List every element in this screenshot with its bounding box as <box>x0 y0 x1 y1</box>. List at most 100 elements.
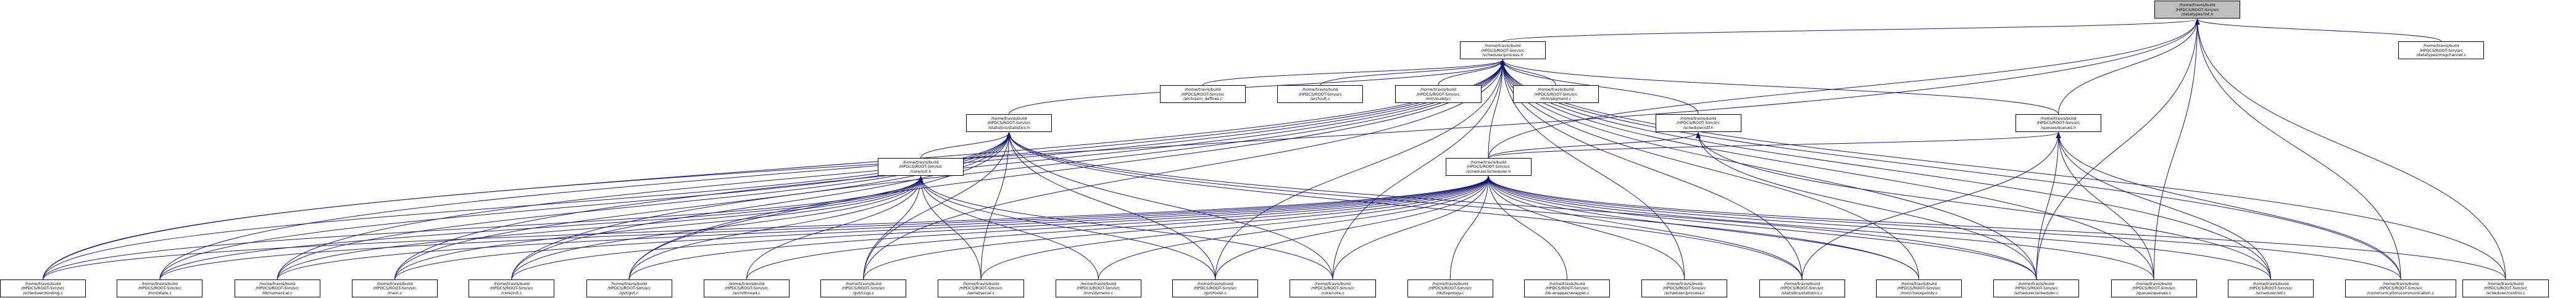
include-edge-scheduler-h-to-list-h <box>1488 18 2200 159</box>
file-node-asm-defines-c[interactable]: /home/travis/build/HPDCS/ROOT-Sim/src/ar… <box>1159 85 1246 103</box>
file-node-buddy-c[interactable]: /home/travis/build/HPDCS/ROOT-Sim/src/mm… <box>1395 85 1482 103</box>
node-label-line: /home/travis/build <box>1302 87 1338 93</box>
file-node-wrapper-c[interactable]: /home/travis/build/HPDCS/ROOT-Sim/src/li… <box>1524 279 1611 297</box>
include-edge-ccgs-c-to-scheduler-h <box>863 175 1491 280</box>
node-label-line: /home/travis/build <box>2487 281 2524 287</box>
node-label-line: /HPDCS/ROOT-Sim/src <box>1298 91 1342 97</box>
node-label-line: /home/travis/build <box>2382 281 2419 287</box>
file-node-numerical-c[interactable]: /home/travis/build/HPDCS/ROOT-Sim/src/li… <box>234 279 320 297</box>
file-node-msgchannel-c[interactable]: /home/travis/build/HPDCS/ROOT-Sim/src/da… <box>2398 41 2485 59</box>
file-node-state-c[interactable]: /home/travis/build/HPDCS/ROOT-Sim/src/mm… <box>117 279 203 297</box>
node-label-line: /HPDCS/ROOT-Sim/src <box>2132 286 2176 291</box>
node-label-line: /HPDCS/ROOT-Sim/src <box>725 286 769 291</box>
include-edge-core-c-to-statistics-h <box>1006 131 1333 280</box>
node-label-line: /home/travis/build <box>962 281 999 287</box>
node-label-line: /HPDCS/ROOT-Sim/src <box>841 286 885 291</box>
file-node-init-h[interactable]: /home/travis/build/HPDCS/ROOT-Sim/src/co… <box>877 158 964 176</box>
include-edge-dymelor-c-to-init-h <box>918 175 1099 280</box>
node-label-line: /HPDCS/ROOT-Sim/src <box>373 286 417 291</box>
node-label-line: /HPDCS/ROOT-Sim/src <box>607 286 651 291</box>
node-label-line: /home/travis/build <box>1784 281 1820 287</box>
include-edge-stf-c-to-queues-h <box>2056 131 2271 280</box>
include-edge-thread-c-to-init-h <box>746 175 923 280</box>
file-node-queues-c[interactable]: /home/travis/build/HPDCS/ROOT-Sim/src/qu… <box>2111 279 2197 297</box>
include-edge-main-c-to-scheduler-h <box>394 175 1491 280</box>
file-node-control-c[interactable]: /home/travis/build/HPDCS/ROOT-Sim/src/sc… <box>2462 279 2549 297</box>
include-edge-fossil-c-to-process-h <box>1215 59 1506 280</box>
include-edge-serial-c-to-statistics-h <box>980 131 1012 280</box>
file-node-init-c[interactable]: /home/travis/build/HPDCS/ROOT-Sim/src/co… <box>469 279 555 297</box>
node-label-line: /home/travis/build <box>2253 281 2289 287</box>
node-label-line: /HPDCS/ROOT-Sim/src <box>2483 286 2528 291</box>
node-label-line: /home/travis/build <box>1432 281 1469 287</box>
node-label-line: /mm/checkpoints.c <box>1900 290 1938 296</box>
include-edge-stf-c-to-stf-h <box>1696 131 2271 280</box>
include-edge-numerical-c-to-statistics-h <box>277 131 1012 280</box>
file-node-binding-c[interactable]: /home/travis/build/HPDCS/ROOT-Sim/src/sc… <box>0 279 86 297</box>
node-label-line: /HPDCS/ROOT-Sim/src <box>256 286 299 291</box>
node-label-line: /HPDCS/ROOT-Sim/src <box>2175 7 2219 12</box>
node-label-line: /home/travis/build <box>1420 87 1457 93</box>
include-edge-msgchannel-c-to-list-h <box>2195 18 2442 42</box>
file-node-statistics-c[interactable]: /home/travis/build/HPDCS/ROOT-Sim/src/st… <box>1759 279 1845 297</box>
node-label-line: /scheduler/stf.c <box>2256 290 2286 296</box>
include-edge-queues-c-to-scheduler-h <box>1486 175 2154 280</box>
file-node-queues-h[interactable]: /home/travis/build/HPDCS/ROOT-Sim/src/qu… <box>2015 114 2102 132</box>
node-label-line: /scheduler/process.h <box>1482 52 1524 57</box>
include-edge-numerical-c-to-scheduler-h <box>277 175 1491 280</box>
file-node-ult-c[interactable]: /home/travis/build/HPDCS/ROOT-Sim/src/ar… <box>1277 85 1364 103</box>
include-edge-dymelor-c-to-scheduler-h <box>1098 175 1491 280</box>
file-node-statistics-h[interactable]: /home/travis/build/HPDCS/ROOT-Sim/src/st… <box>965 114 1052 132</box>
include-edge-main-c-to-statistics-h <box>394 131 1012 280</box>
node-label-line: /scheduler/stf.h <box>1683 125 1714 130</box>
file-node-checkpoints-c[interactable]: /home/travis/build/HPDCS/ROOT-Sim/src/mm… <box>1875 279 1962 297</box>
node-label-line: /HPDCS/ROOT-Sim/src <box>1534 91 1578 97</box>
node-label-line: /HPDCS/ROOT-Sim/src <box>899 164 943 170</box>
file-node-stf-h[interactable]: /home/travis/build/HPDCS/ROOT-Sim/src/sc… <box>1655 114 1741 132</box>
include-edge-control-c-to-scheduler-h <box>1486 175 2506 280</box>
node-label-line: /HPDCS/ROOT-Sim/src <box>2014 286 2058 291</box>
file-node-topology-c[interactable]: /home/travis/build/HPDCS/ROOT-Sim/src/li… <box>1407 279 1493 297</box>
node-label-line: /HPDCS/ROOT-Sim/src <box>1662 286 1706 291</box>
node-label-line: /home/travis/build <box>845 281 882 287</box>
file-node-serial-c[interactable]: /home/travis/build/HPDCS/ROOT-Sim/src/se… <box>938 279 1024 297</box>
file-node-fossil-c[interactable]: /home/travis/build/HPDCS/ROOT-Sim/src/gv… <box>1172 279 1259 297</box>
file-node-scheduler-h[interactable]: /home/travis/build/HPDCS/ROOT-Sim/src/sc… <box>1445 158 1532 176</box>
include-edge-gvt-c-to-statistics-h <box>628 131 1012 280</box>
file-node-process-h[interactable]: /home/travis/build/HPDCS/ROOT-Sim/src/sc… <box>1459 41 1546 59</box>
file-node-scheduler-c[interactable]: /home/travis/build/HPDCS/ROOT-Sim/src/sc… <box>1993 279 2080 297</box>
node-label-line: /mm/segment.c <box>1540 96 1572 101</box>
file-node-core-c[interactable]: /home/travis/build/HPDCS/ROOT-Sim/src/co… <box>1290 279 1376 297</box>
file-node-communication-c[interactable]: /home/travis/build/HPDCS/ROOT-Sim/src/co… <box>2345 279 2457 297</box>
include-edge-ccgs-c-to-init-h <box>863 175 923 280</box>
node-label-line: /home/travis/build <box>611 281 648 287</box>
file-node-segment-c[interactable]: /home/travis/build/HPDCS/ROOT-Sim/src/mm… <box>1512 85 1599 103</box>
node-label-line: /lib/topology.c <box>1436 290 1464 296</box>
node-label-line: /statistics/statistics.h <box>988 125 1030 130</box>
include-edge-statistics-h-to-process-h <box>1008 59 1506 115</box>
node-label-line: /HPDCS/ROOT-Sim/src <box>959 286 1003 291</box>
include-edge-queues-h-to-list-h <box>2058 18 2200 115</box>
node-label-line: /home/travis/build <box>2018 281 2054 287</box>
node-label-line: /home/travis/build <box>377 281 413 287</box>
include-edge-init-c-to-init-h <box>511 175 923 280</box>
include-edge-stf-c-to-scheduler-h <box>1486 175 2271 280</box>
file-node-ccgs-c[interactable]: /home/travis/build/HPDCS/ROOT-Sim/src/gv… <box>820 279 907 297</box>
node-label-line: /main.c <box>387 290 402 296</box>
include-edge-communication-c-to-scheduler-h <box>1486 175 2401 280</box>
node-label-line: /queues/queues.c <box>2136 290 2172 296</box>
node-label-line: /HPDCS/ROOT-Sim/src <box>1311 286 1354 291</box>
node-label-line: /home/travis/build <box>2040 116 2077 122</box>
file-node-process-c[interactable]: /home/travis/build/HPDCS/ROOT-Sim/src/sc… <box>1641 279 1728 297</box>
node-label-line: /communication/communication.c <box>2367 290 2435 296</box>
file-node-gvt-c[interactable]: /home/travis/build/HPDCS/ROOT-Sim/src/gv… <box>586 279 672 297</box>
include-edge-binding-c-to-process-h <box>43 59 1506 280</box>
include-edge-binding-c-to-init-h <box>43 175 923 280</box>
file-node-dymelor-c[interactable]: /home/travis/build/HPDCS/ROOT-Sim/src/mm… <box>1055 279 1141 297</box>
file-node-main-c[interactable]: /home/travis/build/HPDCS/ROOT-Sim/src/ma… <box>351 279 438 297</box>
node-label-line: /queues/queues.h <box>2041 125 2077 130</box>
node-label-line: /HPDCS/ROOT-Sim/src <box>2036 120 2080 126</box>
file-node-stf-c[interactable]: /home/travis/build/HPDCS/ROOT-Sim/src/sc… <box>2227 279 2314 297</box>
file-node-thread-c[interactable]: /home/travis/build/HPDCS/ROOT-Sim/src/ar… <box>703 279 790 297</box>
